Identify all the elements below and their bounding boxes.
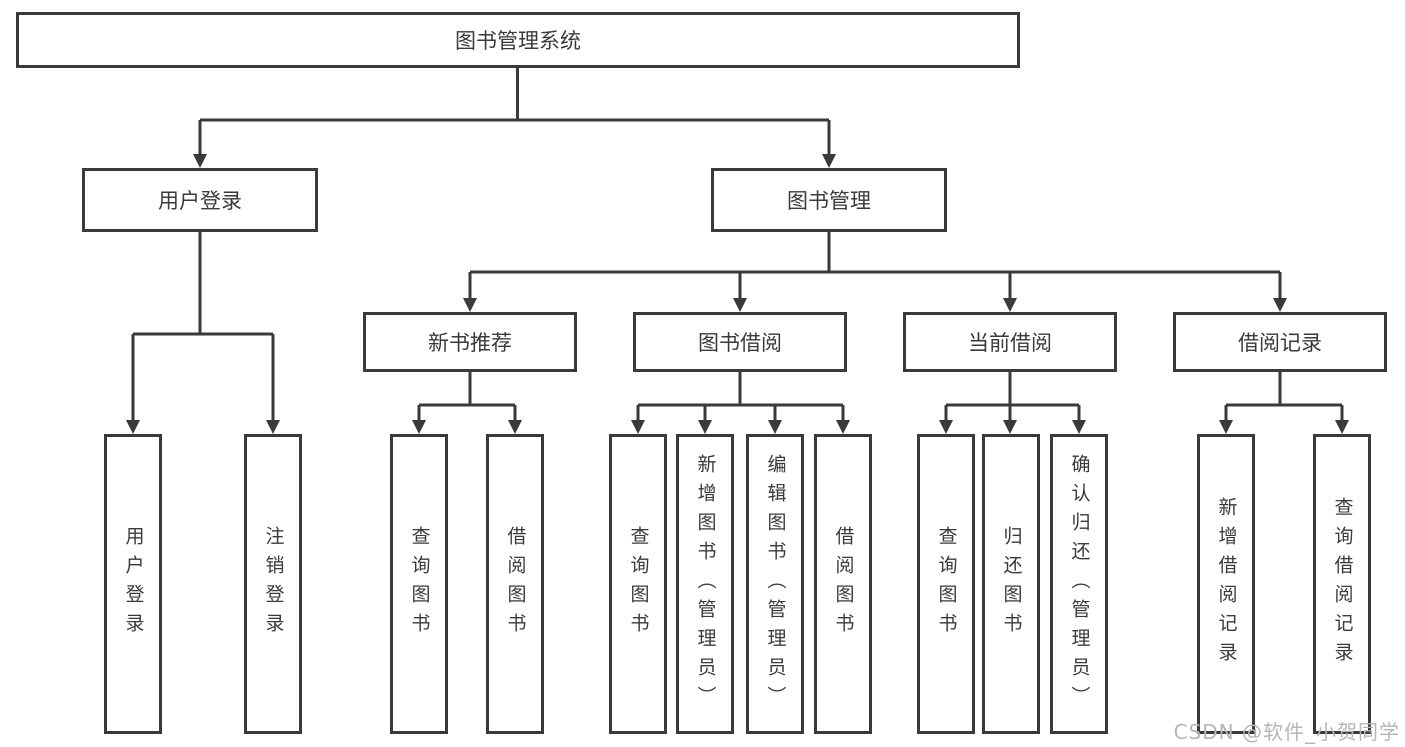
leaf-user-login-label: 用户登录 [122, 526, 145, 642]
node-book-borrowing-label: 图书借阅 [698, 331, 782, 355]
leaf-query-borrow-record-label: 查询借阅记录 [1331, 497, 1354, 671]
node-user-login-label: 用户登录 [158, 189, 242, 213]
leaf-query-books-recommend: 查询图书 [390, 434, 448, 734]
node-new-book-recommend: 新书推荐 [363, 312, 577, 372]
node-root-label: 图书管理系统 [455, 29, 581, 53]
leaf-return-book: 归还图书 [982, 434, 1040, 734]
leaf-add-borrow-record-label: 新增借阅记录 [1215, 497, 1238, 671]
leaf-logout: 注销登录 [244, 434, 302, 734]
leaf-add-book-admin-label: 新增图书（管理员） [694, 453, 717, 715]
leaf-query-books-borrowing-label: 查询图书 [627, 526, 650, 642]
node-book-borrowing: 图书借阅 [633, 312, 847, 372]
leaf-borrow-books-recommend: 借阅图书 [486, 434, 544, 734]
leaf-add-borrow-record: 新增借阅记录 [1197, 434, 1255, 734]
node-borrowing-records: 借阅记录 [1173, 312, 1387, 372]
leaf-query-borrow-record: 查询借阅记录 [1313, 434, 1371, 734]
leaf-logout-label: 注销登录 [262, 526, 285, 642]
leaf-edit-book-admin: 编辑图书（管理员） [746, 434, 804, 734]
leaf-query-books-recommend-label: 查询图书 [408, 526, 431, 642]
node-book-management: 图书管理 [711, 168, 947, 232]
leaf-confirm-return-admin: 确认归还（管理员） [1050, 434, 1108, 734]
leaf-edit-book-admin-label: 编辑图书（管理员） [764, 453, 787, 715]
node-current-borrowing-label: 当前借阅 [968, 331, 1052, 355]
leaf-add-book-admin: 新增图书（管理员） [676, 434, 734, 734]
leaf-return-book-label: 归还图书 [1000, 526, 1023, 642]
node-new-book-recommend-label: 新书推荐 [428, 331, 512, 355]
leaf-borrow-books-borrowing-label: 借阅图书 [832, 526, 855, 642]
leaf-query-books-current: 查询图书 [917, 434, 975, 734]
leaf-query-books-borrowing: 查询图书 [609, 434, 667, 734]
leaf-confirm-return-admin-label: 确认归还（管理员） [1068, 453, 1091, 715]
node-user-login: 用户登录 [82, 168, 318, 232]
node-book-management-label: 图书管理 [787, 189, 871, 213]
node-root: 图书管理系统 [16, 12, 1020, 68]
leaf-borrow-books-borrowing: 借阅图书 [814, 434, 872, 734]
leaf-query-books-current-label: 查询图书 [935, 526, 958, 642]
node-borrowing-records-label: 借阅记录 [1238, 331, 1322, 355]
leaf-borrow-books-recommend-label: 借阅图书 [504, 526, 527, 642]
node-current-borrowing: 当前借阅 [903, 312, 1117, 372]
leaf-user-login: 用户登录 [104, 434, 162, 734]
